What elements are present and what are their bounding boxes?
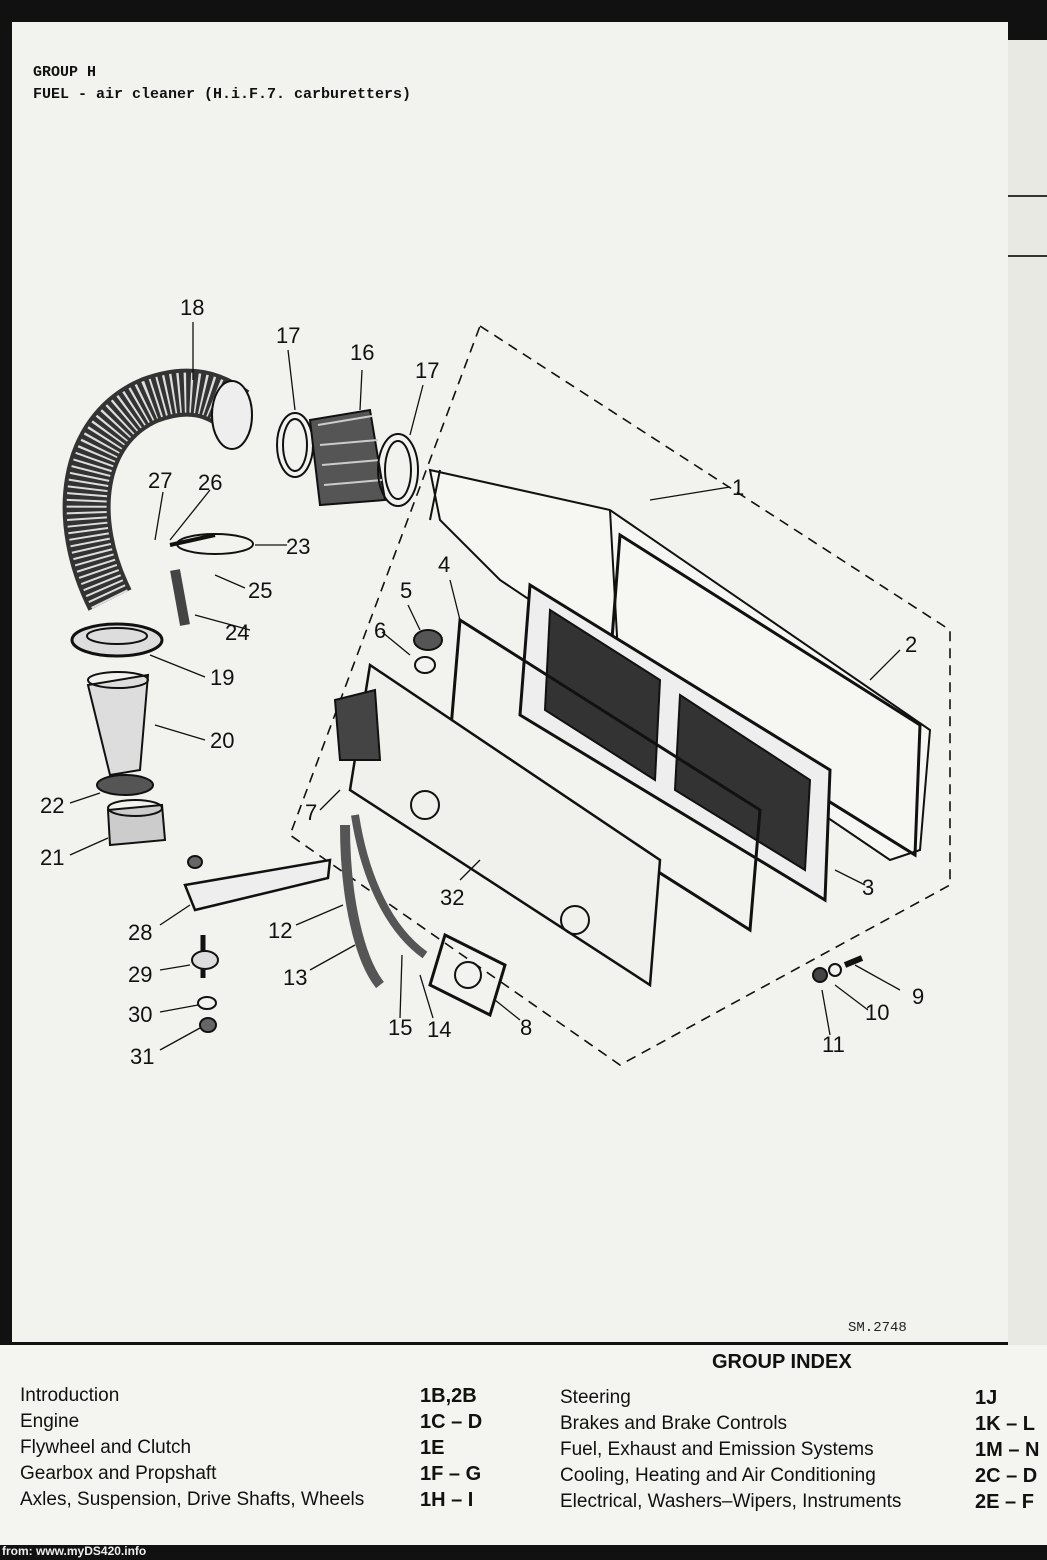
retaining-knob (413, 629, 443, 674)
callout-5: 5 (400, 578, 412, 603)
index-item-introduction[interactable]: Introduction (20, 1385, 120, 1406)
index-code-flywheel[interactable]: 1E (420, 1437, 445, 1459)
callout-30: 30 (128, 1002, 152, 1027)
index-code-engine[interactable]: 1C – D (420, 1411, 483, 1433)
intake-ring (70, 622, 164, 658)
callout-31: 31 (130, 1044, 154, 1069)
callout-26: 26 (198, 470, 222, 495)
assembly-outline (289, 324, 951, 1066)
source-footer: from: www.myDS420.info (2, 1544, 147, 1558)
intake-adaptor (106, 799, 167, 847)
hose-clip-left (276, 412, 314, 478)
index-code-steering[interactable]: 1J (975, 1387, 998, 1409)
index-code-gearbox[interactable]: 1F – G (420, 1463, 482, 1485)
index-code-brakes[interactable]: 1K – L (975, 1413, 1036, 1435)
callout-22: 22 (40, 793, 64, 818)
support-stay (183, 858, 332, 912)
callout-19: 19 (210, 665, 234, 690)
callout-29: 29 (128, 962, 152, 987)
adjacent-page-edge (1008, 40, 1047, 1345)
breather-pipe-b (351, 814, 428, 959)
index-item-steering[interactable]: Steering (560, 1387, 631, 1408)
callout-1: 1 (732, 475, 744, 500)
figure-reference: SM.2748 (848, 1320, 907, 1336)
index-code-axles[interactable]: 1H – I (420, 1489, 474, 1511)
index-item-gearbox[interactable]: Gearbox and Propshaft (20, 1463, 217, 1484)
stay-nut (187, 855, 203, 869)
index-item-fuel[interactable]: Fuel, Exhaust and Emission Systems (560, 1439, 874, 1460)
nut (199, 1017, 217, 1033)
callout-9: 9 (912, 984, 924, 1009)
hose-clip-right (377, 433, 419, 507)
intake-trumpet (86, 671, 154, 796)
washer (197, 996, 217, 1010)
page-header: GROUP H FUEL - air cleaner (H.i.F.7. car… (33, 62, 411, 106)
callout-24: 24 (225, 620, 249, 645)
callout-32: 32 (440, 885, 464, 910)
gasket (448, 617, 762, 933)
index-code-electrical[interactable]: 2E – F (975, 1491, 1034, 1513)
callout-17b: 17 (415, 358, 439, 383)
callout-16: 16 (350, 340, 374, 365)
index-code-cooling[interactable]: 2C – D (975, 1465, 1038, 1487)
index-item-cooling[interactable]: Cooling, Heating and Air Conditioning (560, 1465, 876, 1486)
back-plate (333, 662, 662, 988)
index-item-electrical[interactable]: Electrical, Washers–Wipers, Instruments (560, 1491, 902, 1512)
index-code-fuel[interactable]: 1M – N (975, 1439, 1040, 1461)
callout-23: 23 (286, 534, 310, 559)
carburetter-gasket (428, 932, 507, 1018)
page-title: FUEL - air cleaner (H.i.F.7. carburetter… (33, 86, 412, 103)
breather-pipe-a (340, 824, 385, 989)
index-item-engine[interactable]: Engine (20, 1411, 80, 1432)
group-label: GROUP H (33, 64, 97, 81)
callout-4: 4 (438, 552, 450, 577)
support-strap (169, 533, 254, 555)
callout-7: 7 (305, 800, 317, 825)
callout-15: 15 (388, 1015, 412, 1040)
callout-27: 27 (148, 468, 172, 493)
support-link (170, 569, 190, 626)
callout-11: 11 (822, 1032, 845, 1057)
index-code-introduction[interactable]: 1B,2B (420, 1385, 477, 1407)
group-index-title: GROUP INDEX (712, 1351, 852, 1373)
callout-12: 12 (268, 918, 292, 943)
bolt-washers (812, 955, 864, 983)
index-item-flywheel[interactable]: Flywheel and Clutch (20, 1437, 192, 1458)
callout-17a: 17 (276, 323, 300, 348)
callout-3: 3 (862, 875, 874, 900)
callout-14: 14 (427, 1017, 451, 1042)
mounting-stud (191, 935, 219, 978)
group-index: GROUP INDEX Introduction 1B,2B Engine 1C… (0, 1345, 1047, 1545)
exploded-parts-diagram: 1 2 3 4 5 6 7 8 9 10 11 12 13 14 15 16 1… (40, 295, 951, 1069)
callout-labels: 1 2 3 4 5 6 7 8 9 10 11 12 13 14 15 16 1… (40, 295, 924, 1069)
callout-2: 2 (905, 632, 917, 657)
callout-20: 20 (210, 728, 234, 753)
flexible-hose (62, 368, 253, 611)
callout-18: 18 (180, 295, 204, 320)
hose-connector (308, 408, 387, 507)
index-item-brakes[interactable]: Brakes and Brake Controls (560, 1413, 788, 1434)
index-item-axles[interactable]: Axles, Suspension, Drive Shafts, Wheels (20, 1489, 365, 1510)
filter-element (518, 582, 832, 903)
callout-10: 10 (865, 1000, 889, 1025)
callout-13: 13 (283, 965, 307, 990)
callout-6: 6 (374, 618, 386, 643)
callout-21: 21 (40, 845, 64, 870)
cleaner-housing (608, 532, 922, 858)
callout-28: 28 (128, 920, 152, 945)
callout-25: 25 (248, 578, 272, 603)
callout-8: 8 (520, 1015, 532, 1040)
